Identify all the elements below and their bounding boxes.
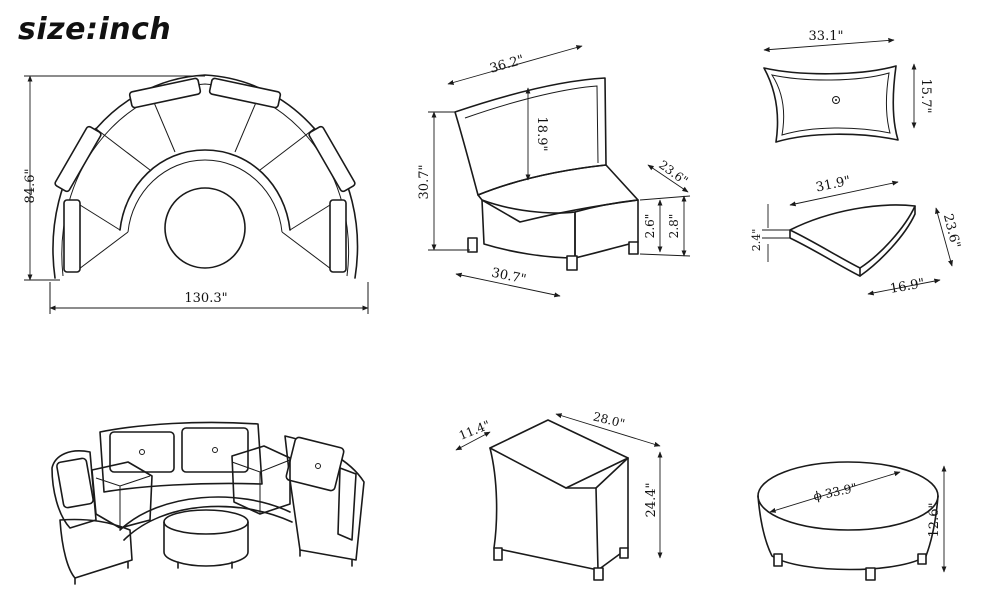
ottoman-view: ϕ 33.9" 12.6"	[757, 461, 947, 581]
chair-back-height-label: 18.9"	[534, 117, 549, 152]
ottoman-height-label: 12.6"	[927, 503, 942, 538]
seat-outer-width-label: 31.9"	[815, 174, 852, 196]
table-height-label: 24.4"	[644, 483, 659, 518]
back-cushion-width-label: 33.1"	[809, 29, 844, 44]
chair-height-label: 30.7"	[417, 165, 432, 200]
table-width-label: 28.0"	[592, 409, 627, 430]
chair-back-width-label: 36.2"	[488, 53, 526, 77]
chair-leg-height-label: 2.6"	[643, 214, 657, 239]
back-cushion-view: 33.1" 15.7"	[763, 29, 933, 143]
side-table-view: 11.4" 28.0" 24.4"	[455, 409, 663, 581]
armless-chair-view: 36.2" 18.9" 30.7" 23.6" 30.7" 2.6" 2.8"	[417, 45, 691, 298]
chair-seat-leg-label: 2.8"	[667, 214, 681, 239]
chair-depth-label: 23.6"	[656, 158, 690, 188]
seat-depth-label: 23.6"	[940, 212, 963, 250]
chair-width-label: 30.7"	[490, 266, 527, 288]
layout-width-label: 130.3"	[184, 291, 227, 306]
seat-inner-width-label: 16.9"	[889, 276, 926, 297]
back-cushion-height-label: 15.7"	[918, 79, 933, 114]
seat-thickness-label: 2.4"	[750, 229, 763, 252]
sectional-set-view	[51, 421, 365, 585]
seat-cushion-view: 31.9" 23.6" 16.9" 2.4"	[750, 174, 963, 297]
top-layout-view: 84.6" 130.3"	[23, 74, 369, 314]
units-heading: size:inch	[18, 12, 172, 47]
layout-depth-label: 84.6"	[23, 169, 38, 204]
table-depth-label: 11.4"	[457, 418, 492, 443]
